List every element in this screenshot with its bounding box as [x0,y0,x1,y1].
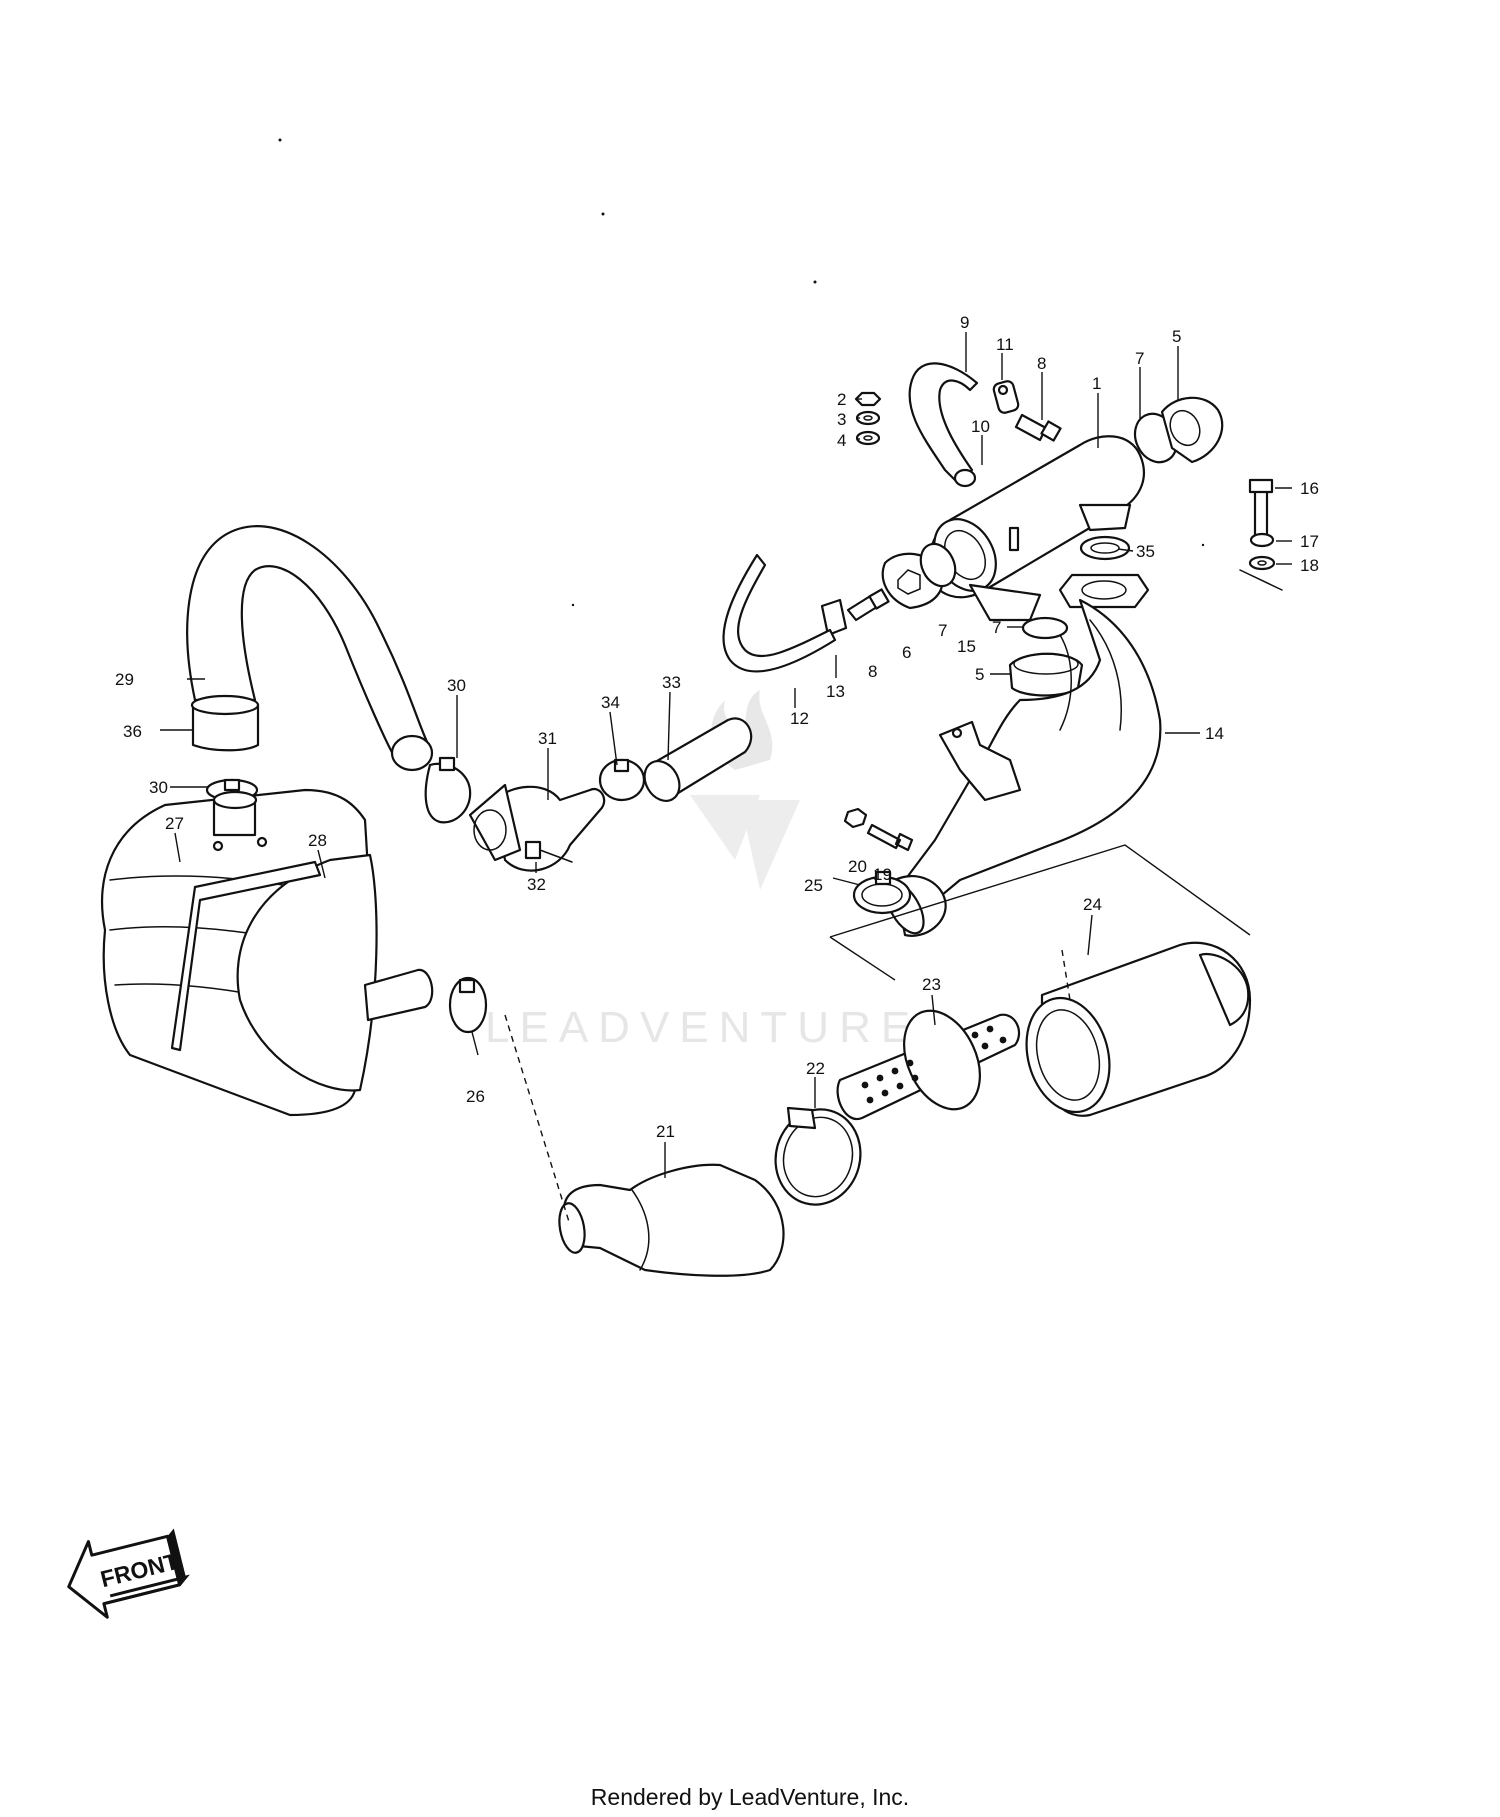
gasket-35-upper [1079,535,1131,561]
callout-14: 14 [1205,724,1224,743]
callout-23: 23 [922,975,941,994]
callout-28: 28 [308,831,327,850]
washer-17 [1249,532,1275,548]
washer-4 [855,430,881,446]
callout-19: 19 [873,865,892,884]
callout-9: 9 [960,313,969,332]
callout-8-lower: 8 [868,662,877,681]
callout-21: 21 [656,1122,675,1141]
callout-7-upper: 7 [1135,349,1144,368]
callout-12: 12 [790,709,809,728]
gasket-7-left [919,542,957,588]
callout-29: 29 [115,670,134,689]
callout-15: 15 [957,637,976,656]
callout-27: 27 [165,814,184,833]
bracket-14 [938,720,1022,802]
washer-18 [1248,555,1276,571]
callout-6: 6 [902,643,911,662]
gasket-15 [1021,616,1069,640]
flange-35 [1058,573,1150,609]
callout-25: 25 [804,876,823,895]
callout-5-lower: 5 [975,665,984,684]
callout-32: 32 [527,875,546,894]
callout-18: 18 [1300,556,1319,575]
callout-3: 3 [837,410,846,429]
callout-24: 24 [1083,895,1102,914]
front-direction-arrow: FRONT [67,1528,190,1619]
callout-7-left: 7 [938,621,947,640]
water-hose-9 [908,362,979,485]
callout-34: 34 [601,693,620,712]
water-hose-12 [722,553,837,673]
clip-11 [992,380,1020,414]
clamp-22 [774,1108,862,1206]
cap-5-upper [1160,396,1224,464]
callout-7-lower: 7 [992,618,1001,637]
callout-5-upper: 5 [1172,327,1181,346]
callout-1: 1 [1092,374,1101,393]
watermark-v-icon [690,795,800,890]
nut-20 [843,807,868,829]
callout-20: 20 [848,857,867,876]
callout-36: 36 [123,722,142,741]
perforation-holes [861,1025,1007,1104]
expansion-chamber-14 [900,598,1162,909]
washer-3 [855,410,881,426]
callout-10: 10 [971,417,990,436]
clamp-30-upper [424,762,472,824]
callout-labels: 1 2 3 4 5 5 6 7 7 7 8 8 9 10 11 12 13 14… [115,313,1319,1141]
elbow-31 [493,785,606,872]
footer-credit: Rendered by LeadVenture, Inc. [590,1784,910,1810]
muffler-cover-28 [236,853,378,1092]
callout-30-left: 30 [149,778,168,797]
callout-8-upper: 8 [1037,354,1046,373]
callout-2: 2 [837,390,846,409]
fitting-8-upper [1014,413,1048,442]
callout-16: 16 [1300,479,1319,498]
muffler-outlet-pipe [363,968,434,1022]
muffler-strap-28 [170,860,322,1052]
bolt-19 [866,823,914,852]
callout-31: 31 [538,729,557,748]
callout-4: 4 [837,431,846,450]
leader-lines [160,332,1292,1178]
callout-22: 22 [806,1059,825,1078]
tail-hose-21 [562,1163,785,1277]
bolt-16 [1248,478,1274,544]
callout-11: 11 [996,335,1014,354]
callout-17: 17 [1300,532,1319,551]
callout-33: 33 [662,673,681,692]
callout-30-upper: 30 [447,676,466,695]
callout-26: 26 [466,1087,485,1106]
nut-2 [854,391,882,407]
callout-13: 13 [826,682,845,701]
clip-13 [820,598,848,637]
drain-valve-32 [524,840,542,860]
watermark: LEADVENTURE [485,690,920,1052]
watermark-text: LEADVENTURE [485,1003,920,1052]
callout-35: 35 [1136,542,1155,561]
